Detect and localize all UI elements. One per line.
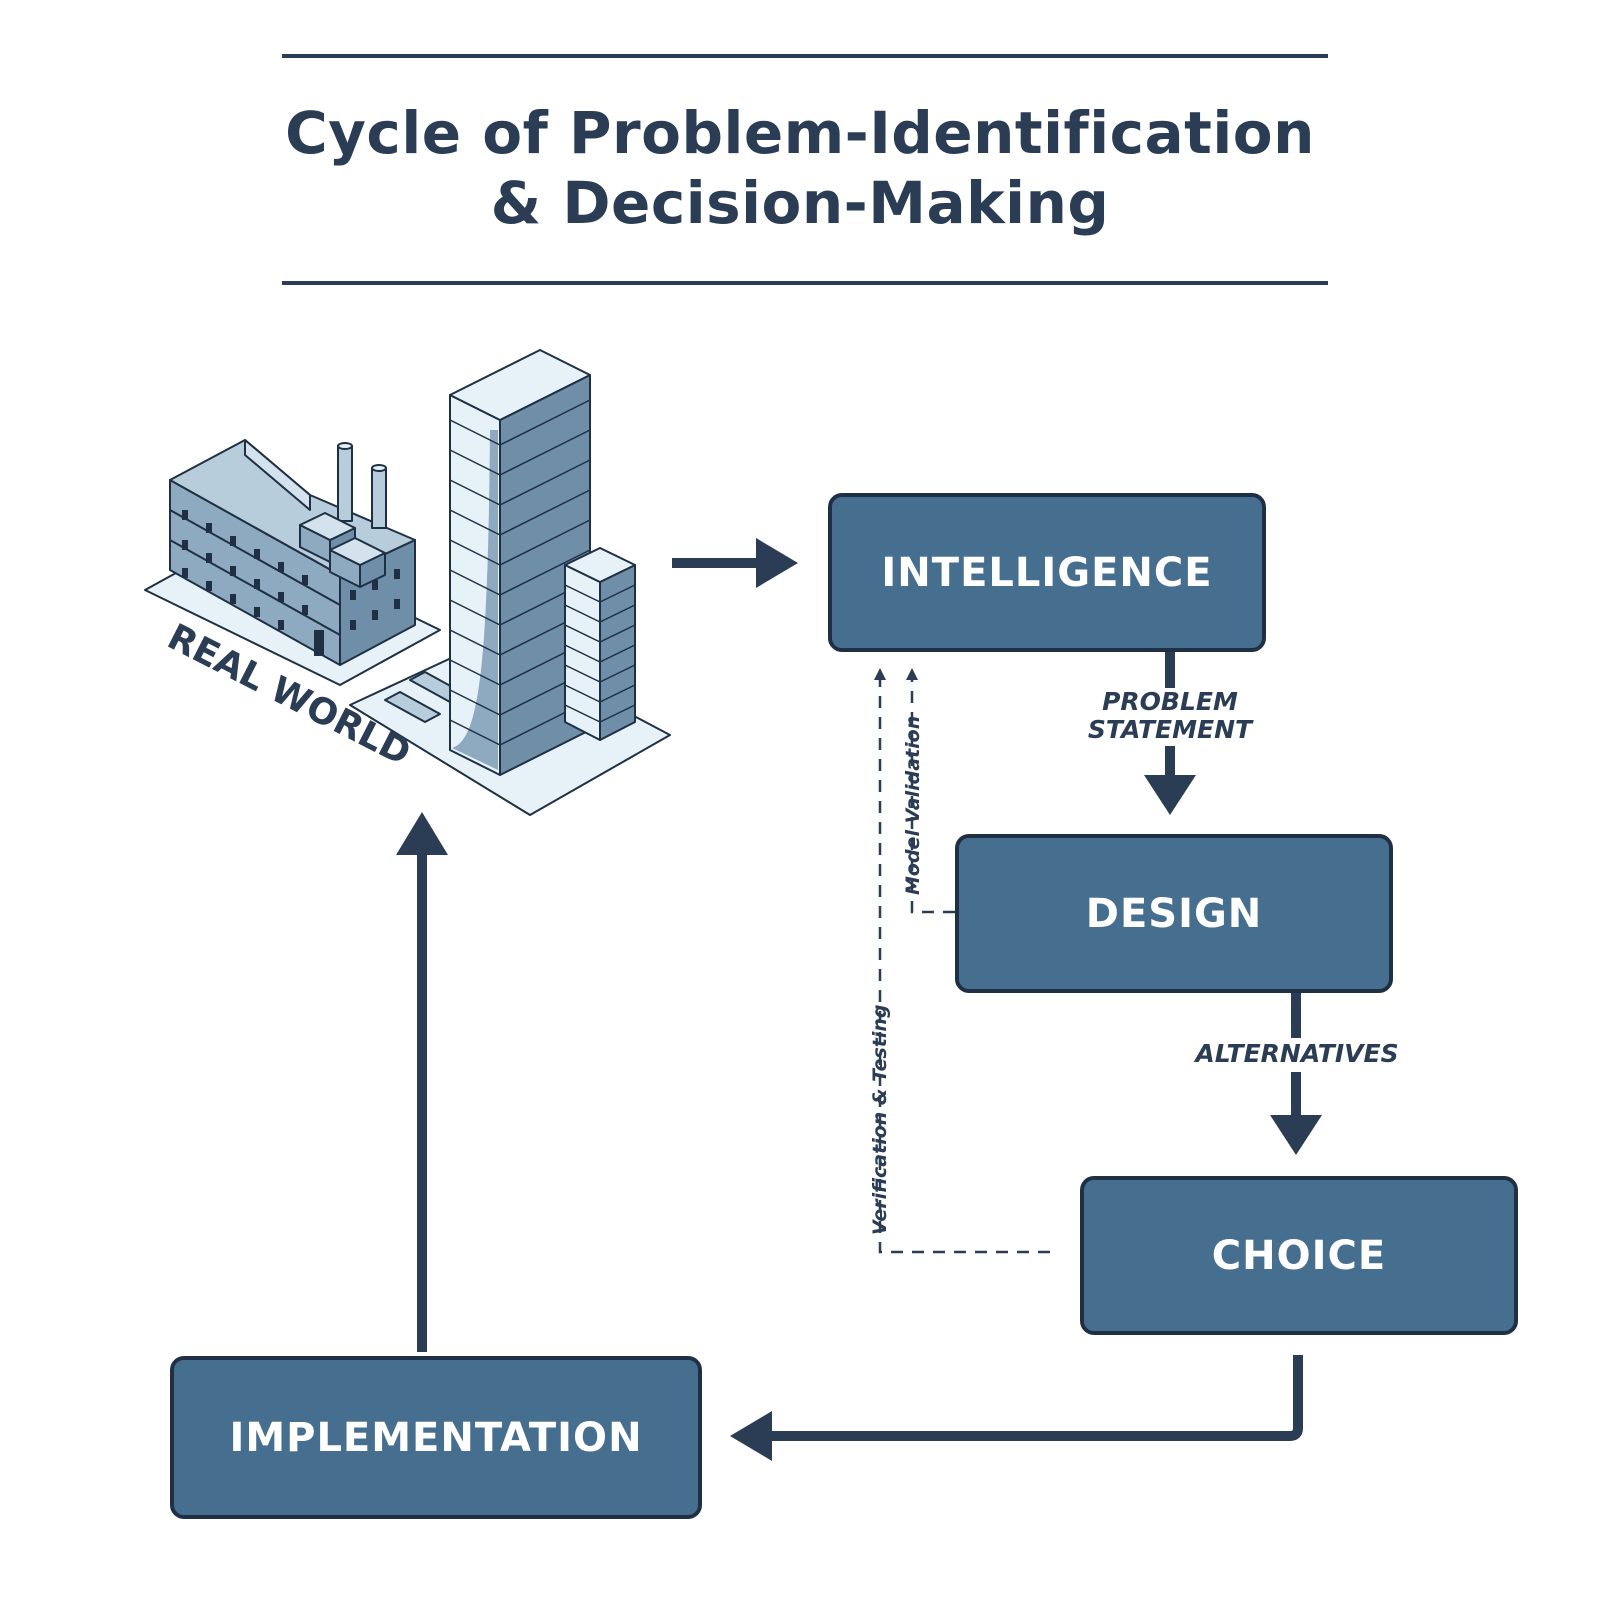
verification-testing-label: Verification & Testing — [869, 1004, 891, 1235]
factory-building — [169, 439, 416, 666]
implementation-box: IMPLEMENTATION — [170, 1356, 702, 1519]
choice-box: CHOICE — [1080, 1176, 1518, 1335]
tall-tower — [449, 349, 591, 776]
diagram-title-line2: & Decision-Making — [490, 169, 1110, 237]
design-box: DESIGN — [955, 834, 1393, 993]
diagram-title-line1: Cycle of Problem-Identification — [285, 99, 1315, 167]
dashed-arrowhead-up-icon — [874, 668, 886, 680]
short-tower — [564, 547, 636, 741]
title-bottom-rule — [282, 281, 1328, 285]
feedback-verification-line — [878, 680, 1050, 1254]
problem-statement-label: PROBLEM STATEMENT — [1060, 688, 1280, 744]
problem-statement-line1: PROBLEM — [1102, 687, 1238, 716]
arrowhead-right-icon — [756, 538, 798, 588]
intelligence-box: INTELLIGENCE — [828, 493, 1266, 652]
arrowhead-down-icon — [1144, 775, 1196, 815]
alternatives-label: ALTERNATIVES — [1195, 1039, 1399, 1068]
arrowhead-left-icon — [730, 1411, 772, 1461]
car-shape — [384, 691, 441, 723]
arrowhead-down-icon — [1270, 1115, 1322, 1155]
problem-statement-line2: STATEMENT — [1087, 715, 1253, 744]
dashed-arrowhead-up-icon — [906, 668, 918, 680]
title-top-rule — [282, 54, 1328, 58]
arrowhead-up-icon — [396, 812, 448, 855]
arrow-choice-to-implementation — [765, 1355, 1303, 1441]
model-validation-label: Model Validation — [902, 715, 924, 895]
feedback-model-validation-line — [910, 680, 955, 914]
